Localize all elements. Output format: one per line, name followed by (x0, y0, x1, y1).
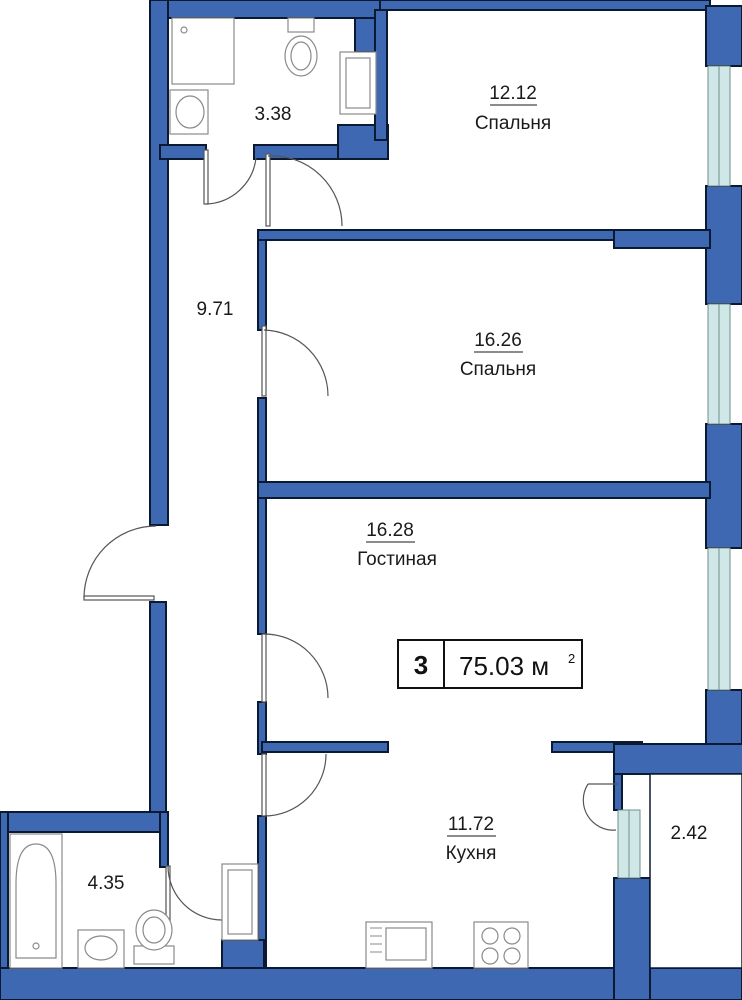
toilet (284, 35, 318, 77)
stove (473, 921, 529, 969)
room-count: 3 (414, 650, 428, 680)
room-name-kitchen: Кухня (446, 843, 497, 864)
summary-box: 3 75.03 м 2 (397, 639, 583, 689)
room-area-bedroom-2: 16.26 (474, 330, 522, 351)
total-area: 75.03 м (459, 651, 549, 681)
windows (617, 65, 731, 879)
room-area-kitchen: 11.72 (448, 814, 494, 835)
doors[interactable] (83, 149, 618, 923)
room-labels: 3.38 12.12 Спальня 9.71 16.26 Спальня 16… (88, 83, 708, 894)
room-area-bathroom-2: 4.35 (88, 873, 125, 894)
shower-tray (171, 17, 235, 85)
room-area-bathroom: 3.38 (255, 104, 292, 125)
room-area-balcony: 2.42 (671, 823, 708, 844)
balcony-outline (649, 773, 742, 969)
room-name-bedroom-2: Спальня (460, 359, 536, 380)
room-name-living-room: Гостиная (357, 549, 437, 570)
room-area-living-room: 16.28 (366, 520, 414, 541)
area-unit-superscript: 2 (568, 651, 575, 666)
kitchen-sink (365, 921, 433, 969)
room-name-bedroom-1: Спальня (475, 113, 551, 134)
toilet-tank (287, 17, 315, 33)
washing-machine (339, 51, 377, 115)
room-area-hallway: 9.71 (197, 299, 234, 320)
washing-machine (221, 863, 259, 941)
bathtub (9, 833, 63, 969)
room-area-bedroom-1: 12.12 (489, 83, 537, 104)
fixtures (9, 17, 529, 969)
toilet (135, 909, 173, 951)
